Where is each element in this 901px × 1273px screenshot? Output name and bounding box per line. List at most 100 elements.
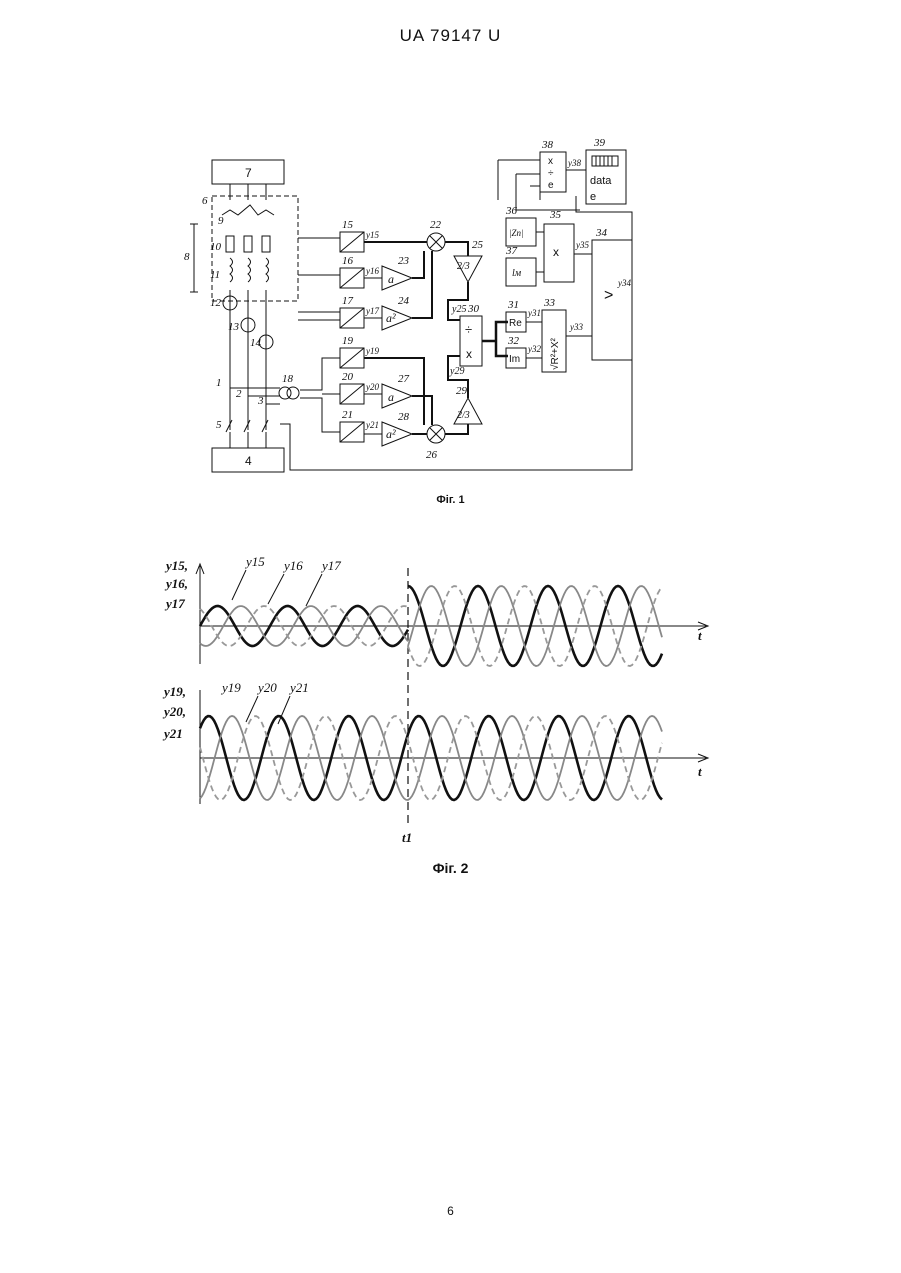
svg-text:Im: Im — [509, 354, 520, 365]
svg-text:y16: y16 — [365, 266, 379, 276]
top-axis-label-2: y16, — [164, 576, 188, 591]
converter-15 — [340, 232, 364, 252]
block-6-label: 6 — [202, 195, 208, 207]
svg-text:2: 2 — [236, 388, 242, 400]
page-number: 6 — [0, 1204, 901, 1218]
svg-text:37: 37 — [505, 245, 518, 257]
svg-text:x: x — [466, 347, 472, 361]
converter-16 — [340, 268, 364, 288]
svg-text:27: 27 — [398, 373, 410, 385]
top-curve-label-1: y15 — [244, 554, 265, 569]
top-curve-label-3: y17 — [320, 558, 341, 573]
bottom-axis-label-3: y21 — [162, 726, 183, 741]
svg-text:21: 21 — [342, 409, 353, 421]
svg-text:32: 32 — [507, 335, 520, 347]
svg-text:y15: y15 — [365, 230, 379, 240]
converter-20 — [340, 384, 364, 404]
svg-text:y33: y33 — [569, 322, 583, 332]
svg-text:13: 13 — [228, 321, 240, 333]
svg-text:39: 39 — [593, 137, 606, 149]
svg-text:data: data — [590, 175, 612, 187]
block-35 — [544, 224, 574, 282]
svg-text:31: 31 — [507, 299, 519, 311]
svg-text:23: 23 — [398, 255, 410, 267]
svg-text:1: 1 — [216, 377, 222, 389]
svg-text:2/3: 2/3 — [457, 261, 470, 272]
svg-text:e: e — [548, 180, 554, 191]
amplifier-23 — [382, 266, 412, 290]
top-curve-label-2: y16 — [282, 558, 303, 573]
svg-text:a: a — [388, 390, 394, 404]
svg-text:18: 18 — [282, 373, 294, 385]
t1-label: t1 — [402, 830, 412, 845]
svg-text:2/3: 2/3 — [457, 410, 470, 421]
svg-text:29: 29 — [456, 385, 468, 397]
svg-text:38: 38 — [541, 139, 554, 151]
svg-text:11: 11 — [210, 269, 220, 281]
svg-text:y17: y17 — [365, 306, 379, 316]
svg-text:a²: a² — [386, 311, 396, 325]
svg-text:y29: y29 — [449, 366, 464, 377]
svg-text:>: > — [604, 287, 613, 304]
svg-text:Re: Re — [509, 318, 522, 329]
svg-text:e: e — [590, 191, 596, 203]
svg-text:÷: ÷ — [548, 168, 554, 179]
svg-text:28: 28 — [398, 411, 410, 423]
svg-text:y25: y25 — [451, 304, 466, 315]
converter-19 — [340, 348, 364, 368]
fig1-block-diagram: 7 6 9 10 11 8 12 13 14 1 2 3 18 5 4 15 1… — [0, 0, 901, 500]
bottom-curve-label-3: y21 — [288, 680, 309, 695]
svg-text:a: a — [388, 272, 394, 286]
top-axis-label-3: y17 — [164, 596, 185, 611]
svg-text:9: 9 — [218, 215, 224, 227]
bottom-curve-label-1: y19 — [220, 680, 241, 695]
svg-text:30: 30 — [467, 303, 480, 315]
svg-text:y19: y19 — [365, 346, 379, 356]
svg-text:33: 33 — [543, 297, 556, 309]
converter-21 — [340, 422, 364, 442]
svg-text:35: 35 — [549, 209, 562, 221]
svg-text:x: x — [548, 156, 553, 167]
bottom-axis-label-1: y19, — [162, 684, 186, 699]
bottom-axis-label-2: y20, — [162, 704, 186, 719]
block-4-label: 4 — [245, 454, 252, 468]
svg-text:26: 26 — [426, 449, 438, 461]
top-axis-label-1: y15, — [164, 558, 188, 573]
svg-text:16: 16 — [342, 255, 354, 267]
svg-text:12: 12 — [210, 297, 222, 309]
svg-text:y32: y32 — [527, 344, 541, 354]
svg-text:20: 20 — [342, 371, 354, 383]
svg-text:34: 34 — [595, 227, 608, 239]
svg-text:y35: y35 — [575, 240, 589, 250]
top-t-label: t — [698, 628, 702, 643]
svg-text:14: 14 — [250, 337, 262, 349]
svg-text:÷: ÷ — [465, 322, 472, 337]
svg-text:24: 24 — [398, 295, 410, 307]
svg-text:15: 15 — [342, 219, 354, 231]
svg-text:√R²+X²: √R²+X² — [549, 337, 561, 370]
svg-text:10: 10 — [210, 241, 222, 253]
svg-text:19: 19 — [342, 335, 354, 347]
converter-17 — [340, 308, 364, 328]
svg-text:y20: y20 — [365, 382, 379, 392]
svg-text:y38: y38 — [567, 158, 581, 168]
svg-text:3: 3 — [257, 395, 264, 407]
svg-text:y31: y31 — [527, 308, 541, 318]
block-7-label: 7 — [245, 166, 252, 180]
fig2-waveforms: y15, y16, y17 y15 y16 y17 t y19, y20, y2… — [0, 540, 901, 900]
svg-text:|Zп|: |Zп| — [509, 228, 523, 238]
svg-text:x: x — [553, 245, 559, 259]
svg-text:lм: lм — [512, 268, 522, 279]
svg-text:y34: y34 — [617, 278, 631, 288]
svg-text:y21: y21 — [365, 420, 379, 430]
svg-text:25: 25 — [472, 239, 484, 251]
svg-text:22: 22 — [430, 219, 442, 231]
bottom-curve-label-2: y20 — [256, 680, 277, 695]
amplifier-27 — [382, 384, 412, 408]
svg-text:a²: a² — [386, 427, 396, 441]
bottom-t-label: t — [698, 764, 702, 779]
fig1-caption: Фіг. 1 — [0, 494, 901, 506]
svg-text:5: 5 — [216, 419, 222, 431]
svg-text:17: 17 — [342, 295, 354, 307]
svg-text:8: 8 — [184, 251, 190, 263]
